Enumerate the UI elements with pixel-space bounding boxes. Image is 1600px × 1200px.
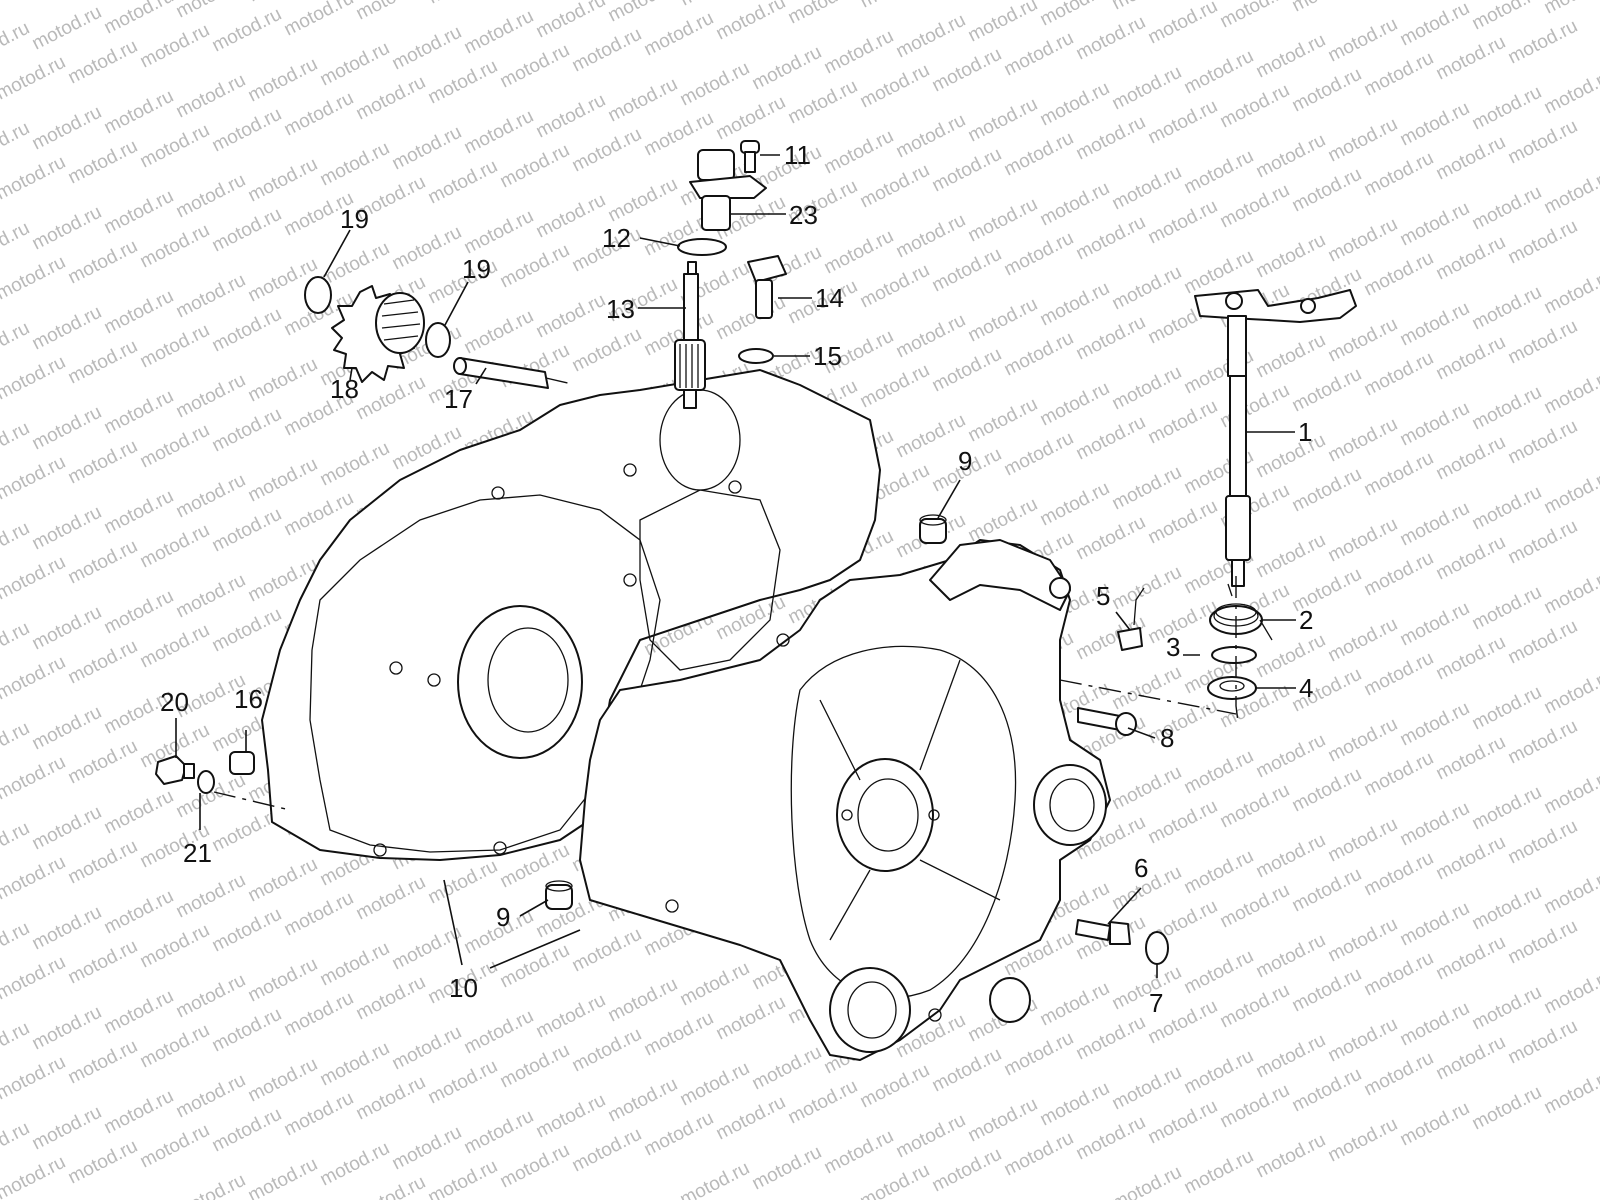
callout-23: 23 bbox=[789, 200, 818, 230]
callout-7: 7 bbox=[1149, 988, 1163, 1018]
assembly-axis-lines bbox=[213, 377, 1239, 811]
rib bbox=[829, 869, 871, 941]
part-9-dowel-lower bbox=[545, 880, 573, 910]
callout-14: 14 bbox=[815, 283, 844, 313]
bracket-hole bbox=[1049, 577, 1071, 599]
part-17-shaft-pin bbox=[453, 357, 549, 389]
rib bbox=[819, 699, 861, 781]
callout-labels: 1 2 3 4 5 6 7 8 9 9 10 11 12 13 14 15 16… bbox=[160, 140, 1313, 1018]
callout-12: 12 bbox=[602, 223, 631, 253]
callout-6: 6 bbox=[1134, 853, 1148, 883]
crankcase-halves bbox=[261, 369, 1111, 1061]
lower-bearing-boss-inner bbox=[847, 981, 897, 1039]
callout-20: 20 bbox=[160, 687, 189, 717]
part-14-bolt bbox=[747, 255, 787, 319]
cylinder-opening bbox=[639, 489, 781, 671]
leader-lines bbox=[175, 154, 1296, 978]
part-15-washer bbox=[738, 348, 774, 364]
part-11-screw bbox=[740, 140, 760, 173]
callout-3: 3 bbox=[1166, 632, 1180, 662]
bolt-holes bbox=[373, 463, 942, 1022]
left-bearing-bore-inner bbox=[487, 627, 569, 733]
callout-9-lower: 9 bbox=[496, 902, 510, 932]
part-4-oil-seal bbox=[1207, 676, 1257, 700]
side-bearing-boss-inner bbox=[1049, 778, 1095, 832]
rib bbox=[919, 659, 961, 771]
callout-11: 11 bbox=[784, 140, 811, 170]
part-12-o-ring bbox=[677, 238, 727, 256]
right-bearing-bore-inner bbox=[857, 778, 919, 852]
part-21-washer bbox=[197, 770, 215, 794]
part-19-washer-a bbox=[304, 276, 332, 314]
part-5-pin bbox=[1117, 587, 1145, 651]
callout-13: 13 bbox=[606, 294, 635, 324]
side-bearing-boss bbox=[1033, 764, 1107, 846]
rib bbox=[919, 859, 1001, 901]
part-16-dowel bbox=[229, 751, 255, 775]
callout-10: 10 bbox=[449, 973, 478, 1003]
callout-21: 21 bbox=[183, 838, 212, 868]
callout-17: 17 bbox=[444, 384, 473, 414]
part-23-speedo-fitting bbox=[689, 149, 767, 231]
callout-8: 8 bbox=[1160, 723, 1174, 753]
callout-4: 4 bbox=[1299, 673, 1313, 703]
callout-19-right: 19 bbox=[462, 254, 491, 284]
callout-2: 2 bbox=[1299, 605, 1313, 635]
callout-9-upper: 9 bbox=[958, 446, 972, 476]
callout-1: 1 bbox=[1298, 417, 1312, 447]
clutch-housing-ring bbox=[790, 645, 1017, 999]
left-crankcase-half bbox=[261, 369, 881, 861]
small-boss bbox=[989, 977, 1031, 1023]
part-13-drive-gear bbox=[674, 261, 706, 409]
part-19-washer-b bbox=[425, 322, 451, 358]
upper-right-bracket bbox=[929, 539, 1071, 611]
lower-bearing-boss bbox=[829, 967, 911, 1053]
part-18-sprocket bbox=[331, 285, 425, 383]
part-1-gearshift-shaft bbox=[1194, 289, 1357, 587]
callout-5: 5 bbox=[1096, 581, 1110, 611]
callout-16: 16 bbox=[234, 684, 263, 714]
right-bearing-bore bbox=[836, 758, 934, 872]
part-6-bolt bbox=[1075, 919, 1131, 945]
callout-18: 18 bbox=[330, 374, 359, 404]
part-3-washer bbox=[1211, 646, 1257, 664]
part-7-washer bbox=[1145, 931, 1169, 965]
callout-15: 15 bbox=[813, 341, 842, 371]
left-bearing-bore bbox=[457, 605, 583, 759]
part-9-dowel-upper bbox=[919, 514, 947, 544]
callout-19-left: 19 bbox=[340, 204, 369, 234]
